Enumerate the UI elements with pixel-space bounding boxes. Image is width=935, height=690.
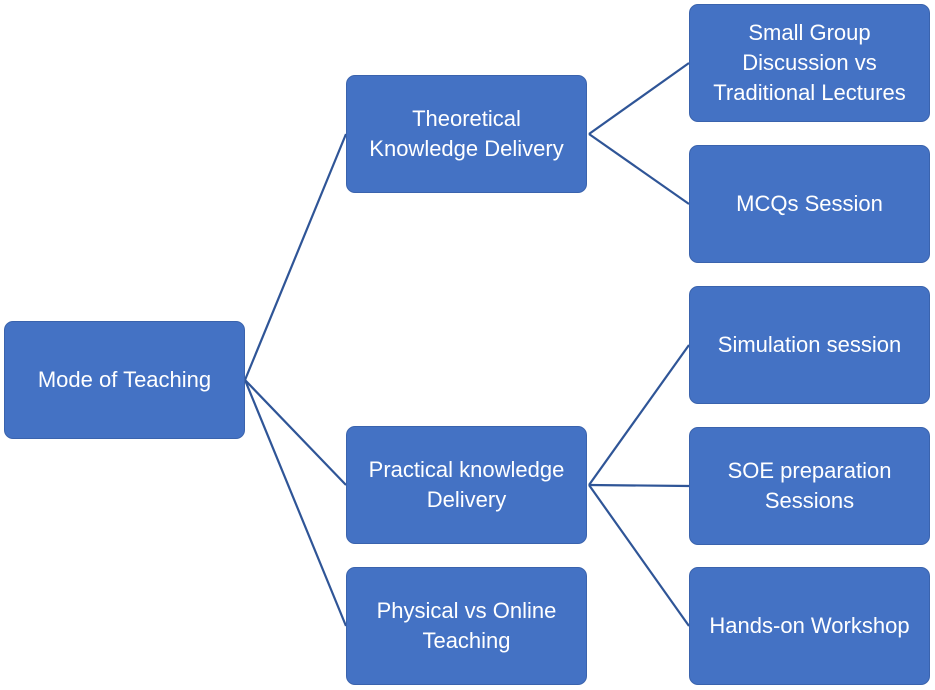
node-hands-on-workshop: Hands-on Workshop	[689, 567, 930, 685]
node-label-line2: Sessions	[764, 488, 855, 513]
node-theoretical-knowledge-delivery: Theoretical Knowledge Delivery	[346, 75, 587, 193]
connector-practical-soe	[588, 483, 690, 488]
node-label: Mode of Teaching	[37, 367, 212, 392]
node-mcqs-session: MCQs Session	[689, 145, 930, 263]
connector-theoretical-small-group	[588, 62, 690, 135]
node-mode-of-teaching: Mode of Teaching	[4, 321, 245, 439]
node-label-line1: Practical knowledge	[368, 457, 565, 482]
connector-practical-hands-on	[588, 484, 690, 627]
node-text: Small Group Discussion vs Traditional Le…	[713, 18, 905, 108]
connector-practical-simulation	[588, 344, 690, 486]
node-text: SOE preparation Sessions	[728, 456, 892, 516]
node-text: Theoretical Knowledge Delivery	[369, 104, 563, 164]
node-label-line1: Physical vs Online	[376, 598, 557, 623]
node-simulation-session: Simulation session	[689, 286, 930, 404]
node-text: Physical vs Online Teaching	[377, 596, 557, 656]
node-label: Simulation session	[717, 332, 902, 357]
node-label-line2: Teaching	[422, 628, 511, 653]
node-label-line2: Discussion vs	[742, 50, 877, 75]
node-label-line2: Delivery	[426, 487, 507, 512]
node-label-line1: SOE preparation	[727, 458, 892, 483]
node-label-line3: Traditional Lectures	[713, 80, 906, 105]
node-label-line2: Knowledge Delivery	[369, 136, 564, 161]
node-label-line1: Small Group	[748, 20, 871, 45]
connector-theoretical-mcqs	[588, 133, 690, 205]
connector-root-theoretical	[243, 133, 348, 381]
node-practical-knowledge-delivery: Practical knowledge Delivery	[346, 426, 587, 544]
node-label-line1: Theoretical	[412, 106, 521, 131]
node-physical-vs-online-teaching: Physical vs Online Teaching	[346, 567, 587, 685]
node-label: Hands-on Workshop	[709, 613, 910, 638]
node-label: MCQs Session	[736, 191, 883, 216]
connector-root-practical	[244, 379, 347, 486]
node-small-group-discussion: Small Group Discussion vs Traditional Le…	[689, 4, 930, 122]
connector-root-physical	[243, 379, 348, 627]
node-text: Practical knowledge Delivery	[369, 455, 565, 515]
node-soe-preparation-sessions: SOE preparation Sessions	[689, 427, 930, 545]
